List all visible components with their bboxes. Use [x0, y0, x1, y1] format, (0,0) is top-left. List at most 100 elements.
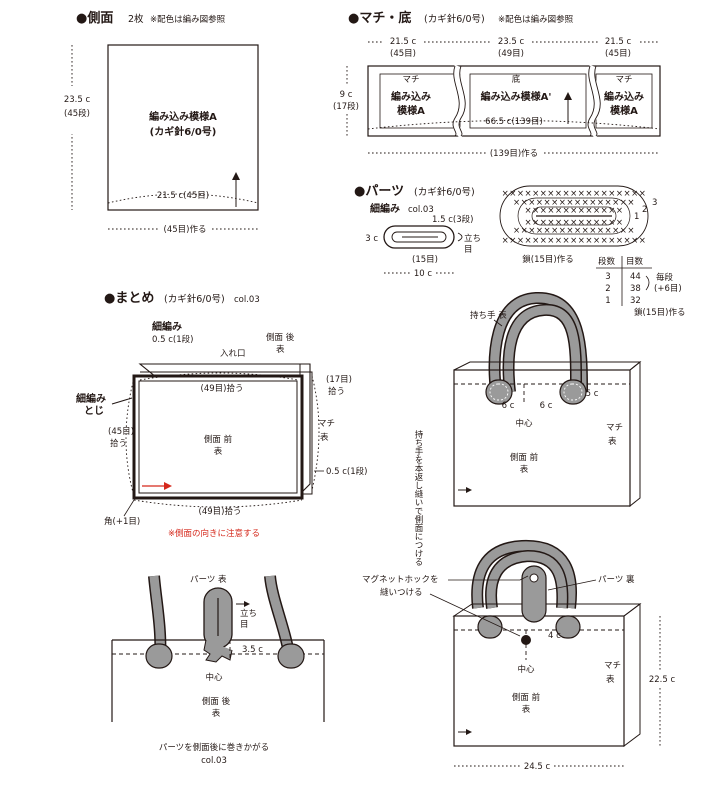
table-row-1-sts: 32: [630, 296, 641, 306]
side-pattern-label: 編み込み模様A: [149, 110, 217, 123]
gusset-break-1-mask: [452, 64, 466, 139]
parts-chart-ring-1: [531, 206, 617, 226]
magnet-front-1: 側面 前: [512, 692, 541, 703]
gusset-break-2-mask: [587, 64, 601, 139]
gusset-chain-label: (139目)作る: [490, 148, 538, 159]
gusset-total-length: 66.5 c(139目): [485, 117, 543, 127]
magnet-tab-right: [555, 615, 581, 639]
assembly-back-label-2: 表: [276, 344, 285, 355]
gusset-pattern-right-2: 模様A: [610, 104, 638, 117]
bag1-side: [629, 360, 641, 508]
gusset-pattern-center: 編み込み模様A': [481, 90, 552, 103]
gusset-w2-mask: [492, 35, 532, 47]
parts-width-mask: [412, 267, 434, 279]
magnet-height: 22.5 c: [649, 675, 676, 685]
handle-label: 持ち手 表: [470, 310, 507, 321]
assembly-opening: 入れ口: [220, 349, 246, 359]
gusset-hook: (カギ針6/0号): [424, 13, 485, 25]
flap-caption-1: パーツを側面後に巻きかがる: [159, 742, 269, 753]
parts-chart-mark-3: 3: [652, 198, 657, 208]
assembly-section: ●まとめ (カギ針6/0号) col.03 細編み 0.5 c(1段) 側面 後…: [76, 291, 367, 539]
flap-start-2: 目: [240, 620, 249, 630]
gusset-break-2a: [587, 65, 595, 137]
table-note-1: 毎段: [656, 272, 674, 283]
parts-section: ●パーツ (カギ針6/0号) 細編み col.03 1.5 c(3段) 3 c …: [354, 184, 685, 318]
gusset-stitch-1: (45目): [390, 49, 416, 59]
handle-fill-2: [504, 305, 581, 393]
magnet-bag-front: [453, 615, 625, 747]
table-footer: 鎖(15目)作る: [634, 307, 685, 318]
table-row-2-sts: 38: [630, 284, 641, 294]
handle-tab-right-stitch: [563, 383, 583, 401]
assembly-back-label-1: 側面 後: [266, 332, 295, 343]
magnet-part: [521, 565, 547, 623]
gusset-height-rows: (17段): [333, 101, 359, 112]
assembly-pick-top: (49目)拾う: [201, 383, 244, 394]
bag1-top: [453, 361, 642, 371]
table-note-2: (+6目): [654, 284, 682, 294]
magnet-bag-side: [623, 603, 641, 747]
gusset-width-3: 21.5 c: [605, 37, 632, 47]
assembly-warning: ※側面の向きに注意する: [168, 528, 260, 539]
side-height-rows: (45段): [64, 108, 90, 119]
handle-dim-edge: 5 c: [586, 389, 599, 399]
handles-section: 持ち手 表 6 c 6 c 5 c 中心 側面 前 表 マチ 表 持ち手を本返し…: [413, 291, 642, 566]
side-panel-section: ●側面 2枚 ※配色は編み図参照 編み込み模様A (カギ針6/0号) 21.5 …: [62, 10, 259, 235]
magnet-snap-top: [529, 573, 539, 583]
assembly-pick-left-1: (45目): [108, 427, 134, 437]
magnet-direction-head: [466, 729, 472, 735]
assembly-front-label-2: 表: [214, 446, 223, 457]
assembly-hook: (カギ針6/0号): [164, 293, 225, 305]
flap-part-wrap: [203, 639, 233, 663]
gusset-break-1b: [458, 65, 466, 137]
flap-tab-right: [277, 643, 305, 669]
gusset-label-center: 底: [512, 74, 521, 85]
assembly-join-label-2: とじ: [84, 405, 104, 417]
parts-width: 10 c: [414, 269, 433, 279]
flap-back-2: 表: [212, 708, 221, 719]
table-header-rows: 段数: [598, 256, 616, 267]
side-heading: ●側面: [76, 10, 113, 26]
assembly-pick-top-curve: [139, 372, 299, 381]
gusset-height-mask: [332, 86, 364, 114]
table-row-3-sts: 44: [630, 272, 641, 282]
gusset-stitch-2: (49目): [498, 49, 524, 59]
magnet-tab-left: [477, 615, 503, 639]
assembly-direction-arrow-head: [164, 482, 172, 490]
gusset-break-2b: [593, 65, 601, 137]
bag1-front-label-1: 側面 前: [510, 452, 539, 463]
flap-section: パーツ 表 立ち 目 3.5 c 中心 側面 後 表 パーツを側面後に巻きかがる…: [111, 574, 325, 766]
assembly-pick-bottom-curve: [133, 499, 303, 508]
magnet-note-leader-2: [429, 593, 521, 637]
bag1-gusset-2: 表: [608, 436, 617, 447]
side-count: 2枚: [128, 13, 144, 25]
gusset-height-cm: 9 c: [340, 90, 353, 100]
table-row-1-row: 1: [605, 296, 610, 306]
magnet-dim-center: 4 c: [548, 631, 561, 641]
assembly-pick-right-curve: [311, 375, 320, 491]
side-height-mask: [62, 86, 92, 134]
parts-inner: [391, 231, 447, 243]
side-panel-rect: [107, 44, 259, 211]
magnet-handle-2: [486, 551, 567, 609]
assembly-corner-leader: [123, 499, 135, 517]
parts-chart-stitches-top: ×××××××××××××××××××: [502, 189, 647, 199]
assembly-pick-left-curve: [125, 377, 135, 497]
parts-chart-mark-2: 2: [642, 205, 647, 215]
parts-chart-stitches-6: ×××××××××××××××××××: [502, 236, 647, 246]
gusset-pattern-left-1: 編み込み: [391, 90, 431, 103]
assembly-pick-left-2: 拾う: [110, 438, 127, 449]
gusset-label-left: マチ: [402, 75, 419, 85]
gusset-arrow-head: [564, 92, 572, 100]
parts-chart-outline: [499, 185, 649, 247]
gusset-note: ※配色は編み図参照: [498, 14, 574, 25]
side-note: ※配色は編み図参照: [150, 14, 226, 25]
assembly-pick-bottom: (49目)拾う: [199, 506, 242, 517]
flap-tab-left: [145, 643, 173, 669]
magnet-width-mask: [520, 759, 554, 773]
parts-chart-mark-1: 1: [634, 212, 639, 222]
parts-start-2: 目: [464, 245, 473, 255]
magnet-gusset-2: 表: [606, 674, 615, 685]
assembly-join-label-1: 細編み: [76, 392, 106, 405]
side-arrow-head: [232, 172, 240, 180]
